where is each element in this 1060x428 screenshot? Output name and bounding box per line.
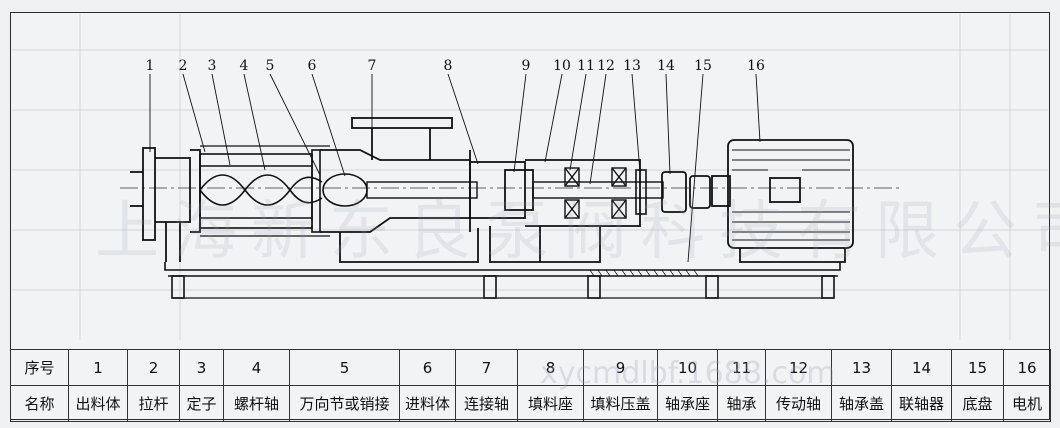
table-cell: 底盘 xyxy=(951,385,1004,422)
drive-shaft xyxy=(532,181,664,199)
table-cell: 进料体 xyxy=(399,385,456,422)
table-cell: 轴承座 xyxy=(657,385,718,422)
table-cell: 定子 xyxy=(179,385,224,422)
callout-4: 4 xyxy=(240,58,249,74)
table-cell: 4 xyxy=(223,349,290,386)
table-cell: 8 xyxy=(517,349,584,386)
table-cell: 13 xyxy=(831,349,892,386)
callout-8: 8 xyxy=(444,58,453,74)
table-cell: 16 xyxy=(1003,349,1051,386)
screw-rotor xyxy=(199,174,323,206)
table-cell: 1 xyxy=(68,349,128,386)
table-row-numbers: 序号 1 2 3 4 5 6 7 8 9 10 11 12 13 14 15 1… xyxy=(10,349,1051,386)
packing-seat xyxy=(469,161,534,219)
bearings xyxy=(564,167,627,219)
callout-16: 16 xyxy=(747,58,765,74)
callout-6: 6 xyxy=(308,58,317,74)
table-cell: 6 xyxy=(399,349,456,386)
table-cell: 15 xyxy=(951,349,1004,386)
universal-joint xyxy=(322,173,368,207)
callout-10: 10 xyxy=(553,58,571,74)
table-cell: 9 xyxy=(583,349,658,386)
callout-9: 9 xyxy=(522,58,531,74)
callout-14: 14 xyxy=(657,58,675,74)
screw-rotor-lower xyxy=(199,174,323,206)
table-cell: 填料座 xyxy=(517,385,584,422)
callout-13: 13 xyxy=(623,58,641,74)
table-cell: 出料体 xyxy=(68,385,128,422)
base-hatch xyxy=(589,269,699,277)
table-cell: 连接轴 xyxy=(455,385,518,422)
table-cell: 联轴器 xyxy=(891,385,952,422)
table-cell: 12 xyxy=(765,349,832,386)
inlet-body xyxy=(320,117,479,263)
base-plate xyxy=(164,262,841,299)
callout-numbers: 1 2 3 4 5 6 7 8 9 10 11 12 13 14 15 16 xyxy=(146,58,765,74)
outlet-body xyxy=(130,147,201,262)
tie-rods xyxy=(200,145,330,237)
table-cell: 5 xyxy=(289,349,400,386)
leader-lines xyxy=(149,73,761,263)
pump-cross-section-drawing: 1 2 3 4 5 6 7 8 9 10 11 12 13 14 15 16 xyxy=(12,14,1048,340)
row-header-number: 序号 xyxy=(10,349,69,386)
connecting-shaft xyxy=(366,181,478,199)
callout-2: 2 xyxy=(179,58,188,74)
bearing-cover xyxy=(635,169,647,215)
bearing-housing xyxy=(489,159,641,263)
stator xyxy=(199,149,321,233)
parts-table: 序号 1 2 3 4 5 6 7 8 9 10 11 12 13 14 15 1… xyxy=(10,349,1051,422)
callout-1: 1 xyxy=(146,58,155,74)
callout-11: 11 xyxy=(577,58,595,74)
table-cell: 电机 xyxy=(1003,385,1051,422)
motor xyxy=(711,139,854,263)
callout-3: 3 xyxy=(208,58,217,74)
callout-15: 15 xyxy=(694,58,712,74)
table-cell: 万向节或销接 xyxy=(289,385,400,422)
coupling xyxy=(661,171,711,213)
motor-fins xyxy=(732,149,850,241)
table-cell: 3 xyxy=(179,349,224,386)
table-cell: 7 xyxy=(455,349,518,386)
row-header-name: 名称 xyxy=(10,385,69,422)
table-cell: 拉杆 xyxy=(127,385,180,422)
callout-5: 5 xyxy=(266,58,275,74)
table-cell: 11 xyxy=(717,349,766,386)
table-cell: 轴承 xyxy=(717,385,766,422)
table-cell: 螺杆轴 xyxy=(223,385,290,422)
table-row-names: 名称 出料体 拉杆 定子 螺杆轴 万向节或销接 进料体 连接轴 填料座 填料压盖… xyxy=(10,385,1051,422)
table-cell: 填料压盖 xyxy=(583,385,658,422)
table-cell: 2 xyxy=(127,349,180,386)
table-cell: 轴承盖 xyxy=(831,385,892,422)
table-cell: 14 xyxy=(891,349,952,386)
callout-12: 12 xyxy=(597,58,615,74)
table-cell: 10 xyxy=(657,349,718,386)
table-cell: 传动轴 xyxy=(765,385,832,422)
callout-7: 7 xyxy=(368,58,377,74)
